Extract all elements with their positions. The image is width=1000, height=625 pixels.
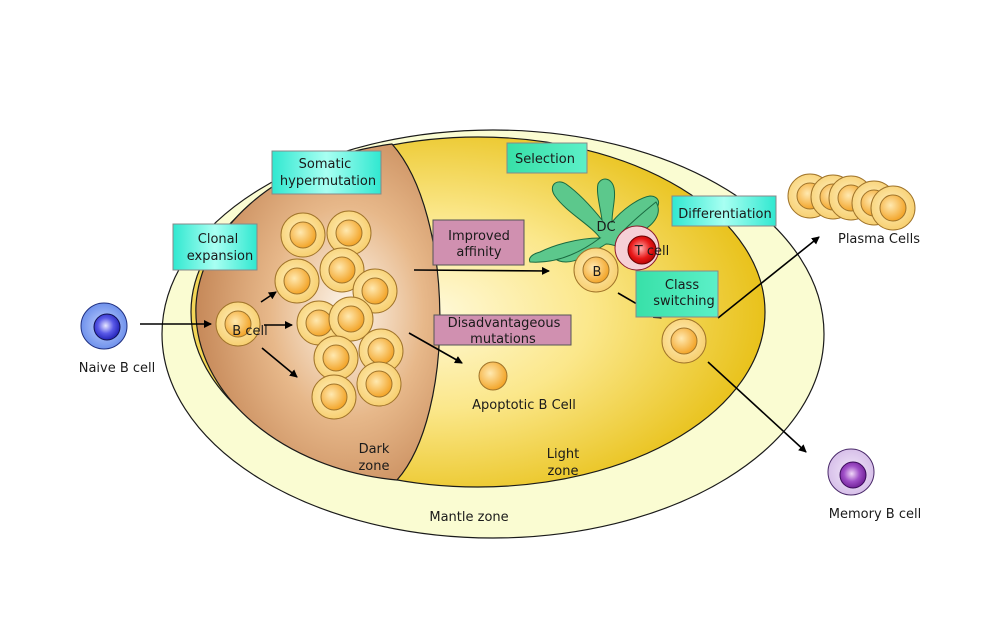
svg-text:Somatic: Somatic [299,157,352,172]
svg-text:mutations: mutations [470,332,536,347]
svg-text:Clonal: Clonal [198,232,238,247]
apoptotic-b-cell-label: Apoptotic B Cell [472,398,576,413]
memory-b-cell-label: Memory B cell [829,507,921,522]
class-switching-box: Class switching [635,270,719,318]
svg-text:Improved: Improved [448,229,510,244]
memory-b-cell-icon [827,448,875,496]
svg-text:Class: Class [665,278,699,293]
naive-b-cell-icon [80,302,128,350]
svg-text:Selection: Selection [515,152,575,167]
b-label: B [593,265,602,280]
plasma-cells-label: Plasma Cells [838,232,920,247]
dark-zone-label-line2: zone [358,459,389,474]
t-cell-label: T cell [634,244,669,259]
dark-zone-label-line1: Dark [359,442,390,457]
t-cell-icon [614,225,660,271]
apoptotic-b-cell [478,361,508,391]
clonal-expansion-box: Clonal expansion [172,223,258,271]
light-zone-label-line1: Light [547,447,579,462]
svg-text:Differentiation: Differentiation [678,207,771,222]
svg-text:affinity: affinity [456,245,501,260]
plasma-cell-icon [787,173,916,231]
disadvantageous-mutations-box: Disadvantageous mutations [433,314,572,347]
somatic-hypermutation-box: Somatic hypermutation [271,150,382,195]
naive-b-cell-label: Naive B cell [79,361,156,376]
svg-text:Disadvantageous: Disadvantageous [448,316,561,331]
svg-text:switching: switching [653,294,715,309]
dc-label: DC [596,220,615,235]
improved-affinity-box: Improved affinity [432,219,525,266]
differentiation-box: Differentiation [671,195,777,227]
svg-text:expansion: expansion [187,249,254,264]
differentiating-b-cell [661,318,707,364]
b-cell-label: B cell [232,324,267,339]
svg-text:hypermutation: hypermutation [280,174,376,189]
mantle-zone-label: Mantle zone [429,510,508,525]
light-zone-label-line2: zone [547,464,578,479]
selection-box: Selection [506,142,588,174]
